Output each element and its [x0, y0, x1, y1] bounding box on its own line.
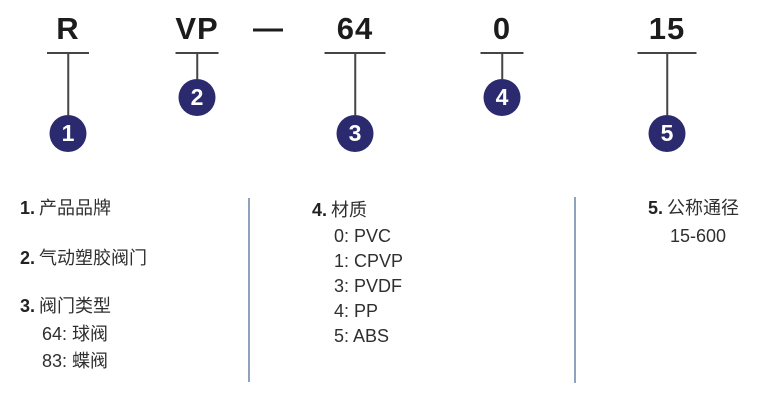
badge-5: 5	[648, 115, 686, 152]
legend-item-list: 0: PVC 1: CPVP 3: PVDF 4: PP 5: ABS	[334, 224, 403, 349]
legend-item-list: 15-600	[670, 223, 739, 249]
legend-item: 0: PVC	[334, 226, 392, 246]
connector-line	[175, 52, 219, 54]
code-text-brand: R	[56, 11, 80, 46]
badge-3: 3	[336, 115, 374, 152]
legend-section-valve-type: 3.阀门类型 64: 球阀 83: 蝶阀	[20, 295, 111, 375]
legend-item: 83: 蝶阀	[42, 351, 109, 371]
connector-line	[480, 52, 524, 54]
connector-line	[196, 53, 198, 79]
legend-item: 1: CPVP	[334, 251, 404, 271]
legend-header: 1.产品品牌	[20, 197, 111, 219]
badge-4: 4	[483, 79, 521, 116]
legend-title: 阀门类型	[39, 296, 112, 316]
connector-line	[666, 53, 668, 115]
legend-item: 15-600	[670, 226, 727, 246]
badge-1: 1	[49, 115, 87, 152]
connector-line	[637, 52, 697, 54]
badge-2: 2	[178, 79, 216, 116]
legend-title: 公称通径	[667, 198, 740, 218]
vertical-divider	[574, 197, 576, 383]
legend-number: 2.	[20, 248, 36, 268]
legend-number: 1.	[20, 198, 36, 218]
connector-line	[354, 53, 356, 115]
legend-title: 气动塑胶阀门	[39, 248, 148, 268]
connector-line	[67, 53, 69, 115]
legend-number: 5.	[648, 198, 664, 218]
legend-section-series: 2.气动塑胶阀门	[20, 247, 147, 269]
connector-line	[324, 52, 386, 54]
vertical-divider	[248, 198, 250, 382]
legend-section-material: 4.材质 0: PVC 1: CPVP 3: PVDF 4: PP 5: ABS	[312, 199, 403, 349]
code-text-nominal-diameter: 15	[648, 11, 686, 46]
legend-number: 4.	[312, 200, 328, 220]
connector-line	[501, 53, 503, 79]
legend-header: 4.材质	[312, 199, 403, 221]
legend-section-nominal-diameter: 5.公称通径 15-600	[648, 197, 739, 249]
code-text-valve-type: 64	[336, 11, 374, 46]
legend-item: 5: ABS	[334, 326, 390, 346]
legend-item: 64: 球阀	[42, 324, 109, 344]
legend-item-list: 64: 球阀 83: 蝶阀	[42, 321, 111, 375]
code-text-material: 0	[492, 11, 512, 46]
legend-item: 3: PVDF	[334, 276, 403, 296]
legend-item: 4: PP	[334, 301, 379, 321]
legend-header: 5.公称通径	[648, 197, 739, 219]
code-separator-dash: —	[253, 12, 283, 45]
legend-header: 3.阀门类型	[20, 295, 111, 317]
connector-line	[47, 52, 89, 54]
legend-section-brand: 1.产品品牌	[20, 197, 111, 219]
code-text-series: VP	[175, 11, 219, 46]
legend-header: 2.气动塑胶阀门	[20, 247, 147, 269]
legend-title: 材质	[331, 200, 368, 220]
legend-title: 产品品牌	[39, 198, 112, 218]
legend-number: 3.	[20, 296, 36, 316]
